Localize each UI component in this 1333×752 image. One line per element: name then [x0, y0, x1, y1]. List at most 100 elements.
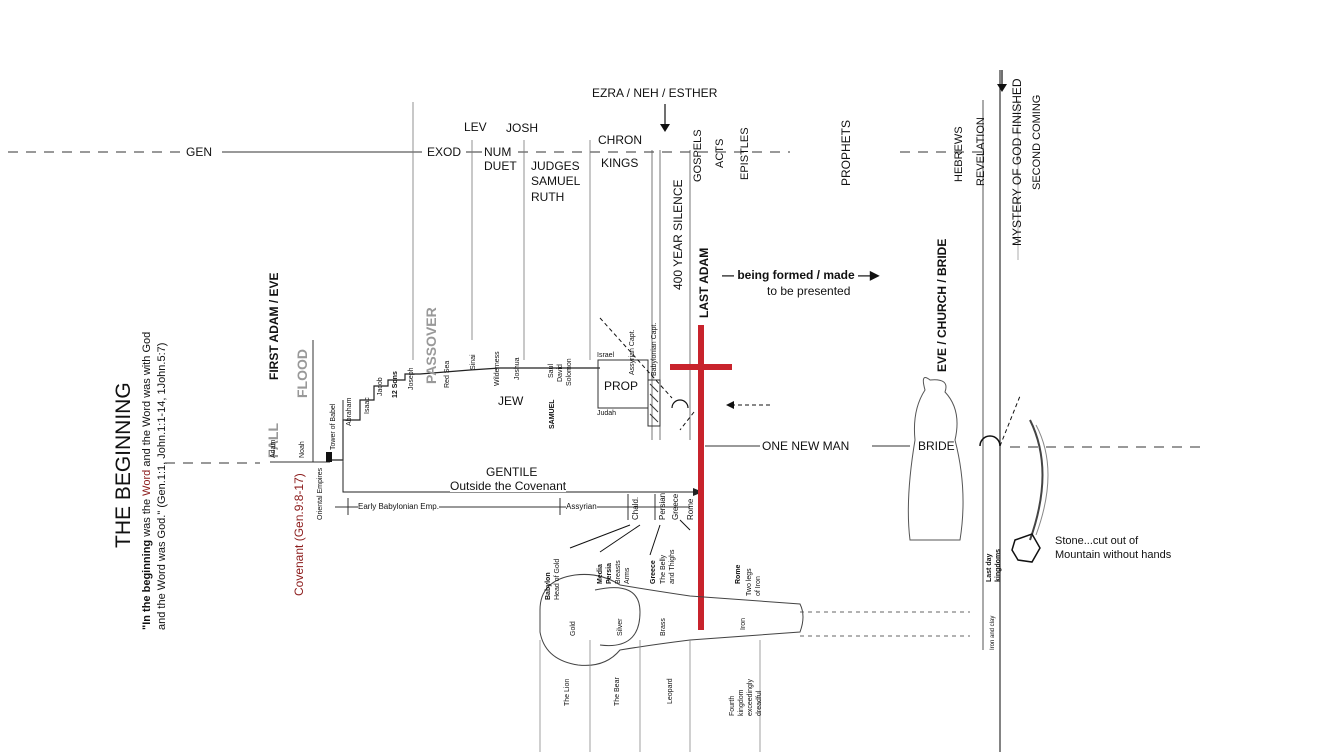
statue-of-iron: of Iron: [755, 576, 762, 596]
beginning-quote-line2: and the Word was God." (Gen.1:1, John.1:…: [156, 342, 168, 630]
adam-label: Adam: [270, 439, 277, 458]
samuel-lower-label: SAMUEL: [549, 399, 556, 429]
twelve-sons-label: 12 Sons: [392, 371, 399, 398]
red-sea-label: Red Sea: [444, 360, 451, 388]
statue-thighs: and Thighs: [669, 549, 676, 584]
assyrian-emp-label: Assyrian: [566, 502, 597, 511]
book-josh: JOSH: [506, 121, 539, 135]
cross-vertical: [698, 325, 704, 630]
judah-label: Judah: [597, 410, 617, 417]
joseph-label: Joseph: [408, 367, 415, 390]
gentile-subtitle: Outside the Covenant: [450, 479, 567, 493]
saul-label: Saul: [548, 363, 555, 378]
book-kings: KINGS: [601, 156, 639, 170]
joshua-label: Joshua: [514, 357, 521, 380]
beast-fourth-1: Fourth: [729, 695, 736, 716]
book-gen: GEN: [186, 145, 213, 159]
stone-shape: [1011, 533, 1041, 563]
book-samuel: SAMUEL: [531, 174, 581, 188]
beast-fourth-3: exceedingly: [747, 679, 754, 716]
book-gospels: GOSPELS: [692, 129, 704, 182]
iron-and-clay: Iron and clay: [990, 615, 996, 650]
rome-emp-label: Rome: [686, 498, 695, 520]
last-day-2: kingdoms: [995, 548, 1002, 582]
silence-label: 400 YEAR SILENCE: [671, 179, 685, 290]
eve-church-bride-label: EVE / CHURCH / BRIDE: [935, 238, 949, 372]
early-babylonian-label: Early Babylonian Emp.: [358, 502, 439, 511]
david-label: David: [557, 364, 564, 382]
persian-label: Persian: [658, 492, 667, 520]
book-lev: LEV: [464, 120, 487, 134]
book-revelation: REVELATION: [975, 117, 987, 186]
book-ezra-neh-esther: EZRA / NEH / ESTHER: [592, 86, 718, 100]
last-day-1: Last day: [986, 553, 993, 582]
mystery-of-god: MYSTERY OF GOD FINISHED: [1010, 78, 1024, 246]
chald-label: Chald.: [631, 496, 640, 520]
to-be-presented-label: to be presented: [767, 284, 851, 298]
babylonian-capt-label: Babylonian Capt.: [651, 322, 658, 376]
beginning-quote-line1: "In the beginning was the Word and the W…: [141, 331, 153, 630]
second-coming: SECOND COMING: [1031, 94, 1043, 190]
greece-emp-label: Greece: [671, 493, 680, 520]
tower-of-babel: Tower of Babel: [330, 403, 337, 450]
book-num: NUM: [484, 145, 512, 159]
gentile-title: GENTILE: [486, 465, 538, 479]
beast-fourth-4: dreadful: [756, 690, 763, 716]
statue-breasts: Breasts: [615, 560, 622, 584]
oriental-empires: Oriental Empires: [317, 467, 324, 520]
jacob-label: Jacob: [377, 377, 384, 396]
statue-babylon: Babylon: [545, 572, 552, 600]
statue-two-legs: Two legs: [746, 568, 753, 596]
passover-label: PASSOVER: [423, 307, 439, 384]
statue-greece: Greece: [650, 560, 657, 584]
book-duet: DUET: [484, 159, 517, 173]
israel-label: Israel: [597, 352, 615, 359]
stone-line1: Stone...cut out of: [1055, 535, 1139, 547]
the-beginning-title: THE BEGINNING: [112, 382, 135, 548]
cross-horizontal: [670, 364, 732, 370]
statue-head-of-gold: Head of Gold: [554, 558, 561, 600]
sinai-label: Sinai: [470, 354, 477, 370]
statue-silver: Silver: [617, 618, 624, 636]
statue-arms: Arms: [624, 567, 631, 584]
covenant-label: Covenant (Gen.9:8-17): [292, 473, 306, 596]
statue-gold: Gold: [570, 621, 577, 636]
beast-leopard: Leopard: [667, 678, 674, 704]
book-ruth: RUTH: [531, 190, 565, 204]
bride-figure: [907, 377, 964, 541]
book-epistles: EPISTLES: [739, 127, 751, 180]
statue-media: Media: [597, 564, 604, 584]
book-exod: EXOD: [427, 145, 462, 159]
statue-iron: Iron: [740, 617, 747, 630]
beast-fourth-2: kingdom: [738, 689, 745, 716]
statue-belly: The Belly: [660, 554, 667, 584]
wilderness-label: Wilderness: [494, 351, 501, 386]
assyrian-capt-label: Assyrian Capt.: [629, 329, 636, 375]
prop-label: PROP: [604, 379, 639, 393]
being-formed-label: — being formed / made —▶: [722, 268, 880, 282]
abraham-label: Abraham: [346, 397, 353, 426]
book-hebrews: HEBREWS: [953, 126, 965, 182]
book-chron: CHRON: [598, 133, 642, 147]
statue-figure: [539, 574, 804, 666]
jew-label: JEW: [498, 394, 524, 408]
flood-label: FLOOD: [294, 349, 310, 398]
statue-brass: Brass: [660, 618, 667, 636]
book-acts: ACTS: [714, 138, 726, 168]
book-judges: JUDGES: [531, 159, 580, 173]
beast-lion: The Lion: [564, 678, 571, 706]
one-new-man-label: ONE NEW MAN: [762, 439, 850, 453]
solomon-label: Solomon: [566, 358, 573, 386]
bride-label: BRIDE: [918, 439, 955, 453]
statue-rome: Rome: [735, 564, 742, 584]
book-prophets: PROPHETS: [839, 119, 853, 186]
noah-label: Noah: [299, 441, 306, 458]
isaac-label: Isaac: [364, 397, 371, 414]
beast-bear: The Bear: [614, 677, 621, 706]
stone-line2: Mountain without hands: [1055, 549, 1172, 561]
first-adam-eve: FIRST ADAM / EVE: [267, 272, 281, 380]
statue-persia: Persia: [606, 562, 613, 584]
last-adam-label: LAST ADAM: [697, 247, 711, 318]
